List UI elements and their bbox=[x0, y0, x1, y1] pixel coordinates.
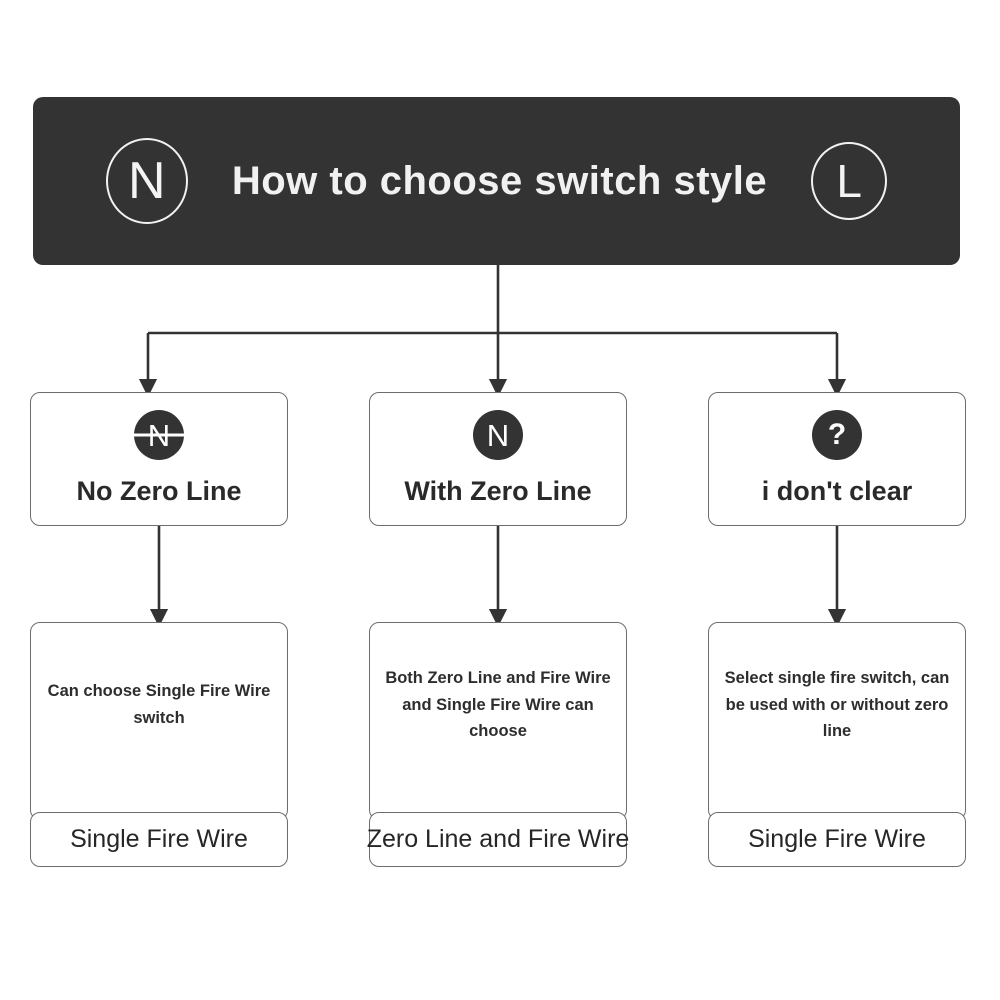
outcome-result-label: Single Fire Wire bbox=[748, 825, 926, 853]
decision-box-no-zero-line[interactable]: N No Zero Line bbox=[30, 392, 288, 526]
circle-n-label: N bbox=[128, 152, 166, 210]
outcome-result-label: Single Fire Wire bbox=[70, 825, 248, 853]
circle-n-icon: N bbox=[105, 138, 188, 224]
outcome-result-2: Zero Line and Fire Wire bbox=[366, 812, 630, 867]
outcome-description: Select single fire switch, can be used w… bbox=[724, 668, 950, 741]
question-mark-icon: ? bbox=[812, 410, 862, 460]
outcome-result-1: Single Fire Wire bbox=[30, 812, 288, 867]
decision-label: i don't clear bbox=[761, 476, 913, 506]
outcome-box-1: Can choose Single Fire Wire switch bbox=[30, 622, 288, 820]
circle-l-label: L bbox=[836, 155, 862, 207]
header-banner: N How to choose switch style L bbox=[33, 97, 960, 265]
outcome-result-label: Zero Line and Fire Wire bbox=[366, 825, 630, 853]
decision-box-unsure[interactable]: ? i don't clear bbox=[708, 392, 966, 526]
n-crossed-out-icon: N bbox=[127, 410, 191, 460]
badge-letter: ? bbox=[827, 418, 847, 451]
outcome-description: Both Zero Line and Fire Wire and Single … bbox=[385, 668, 611, 741]
outcome-description: Can choose Single Fire Wire switch bbox=[47, 682, 271, 727]
decision-label: No Zero Line bbox=[76, 476, 242, 506]
outcome-result-3: Single Fire Wire bbox=[708, 812, 966, 867]
outcome-box-3: Select single fire switch, can be used w… bbox=[708, 622, 966, 820]
decision-label: With Zero Line bbox=[404, 476, 592, 506]
circle-l-icon: L bbox=[811, 142, 888, 220]
strike-through-line bbox=[127, 433, 191, 437]
badge-letter: N bbox=[486, 417, 510, 453]
outcome-box-2: Both Zero Line and Fire Wire and Single … bbox=[369, 622, 627, 820]
header-content: N How to choose switch style L bbox=[105, 138, 888, 224]
n-badge-icon: N bbox=[473, 410, 523, 460]
page-title: How to choose switch style bbox=[231, 158, 768, 203]
decision-box-with-zero-line[interactable]: N With Zero Line bbox=[369, 392, 627, 526]
